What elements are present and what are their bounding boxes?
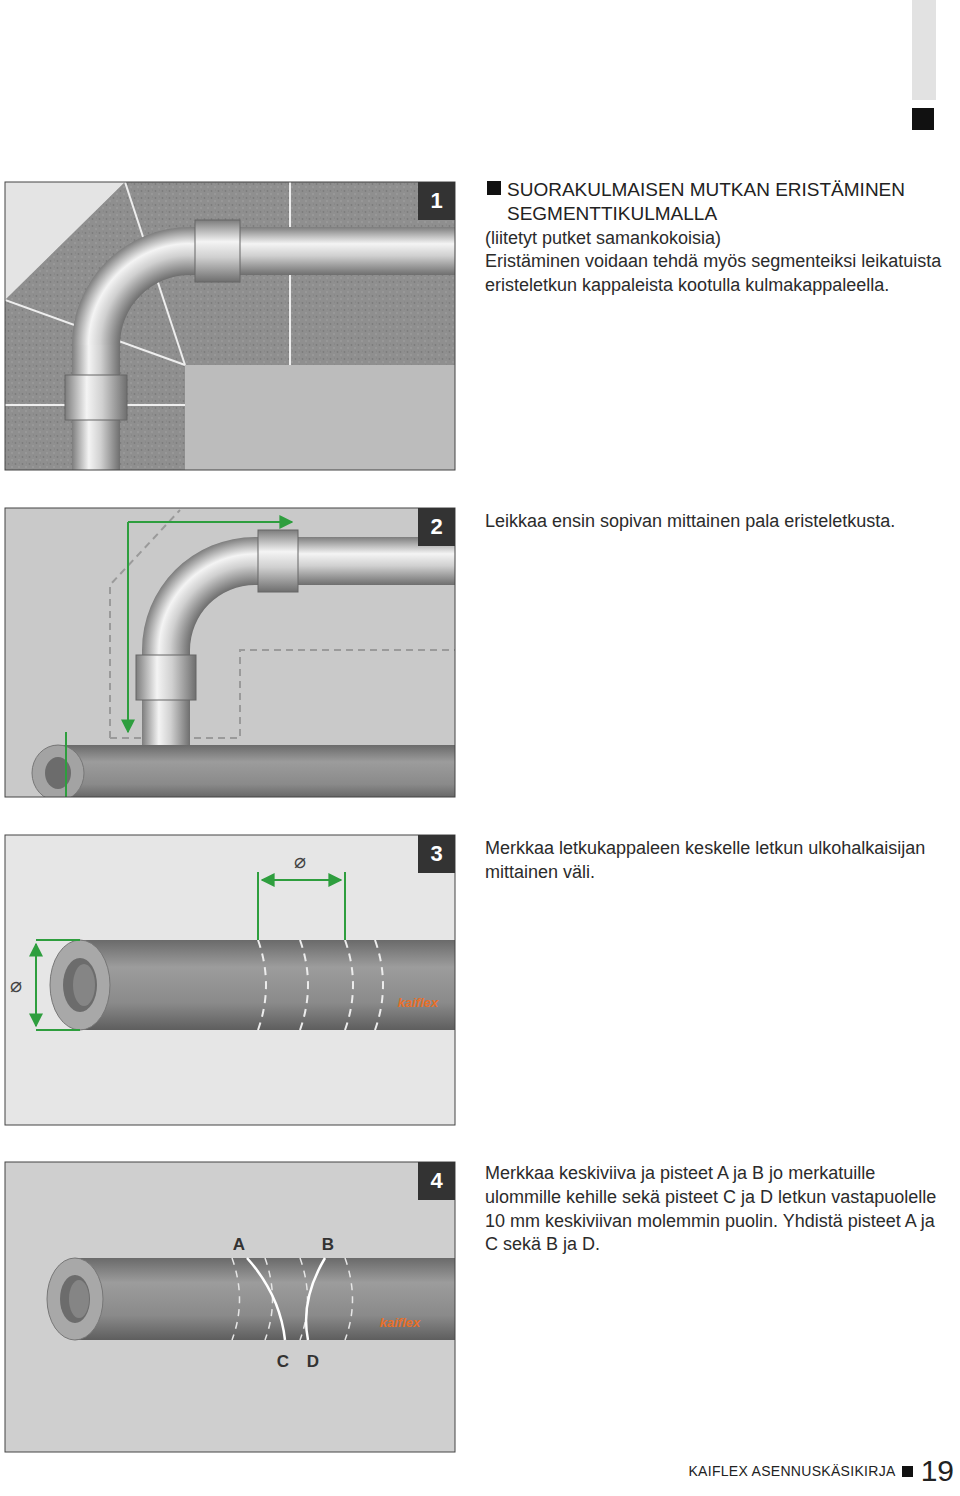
segment-elbow-picture [72,227,190,345]
mark-points-picture [60,1275,90,1323]
diameter-symbol: ⌀ [10,973,22,997]
mark-width-picture [80,940,455,1030]
segment-elbow-picture [5,182,455,470]
mark-points-picture [232,1258,353,1340]
mark-width-picture [50,940,110,1030]
text-column: Merkkaa keskiviiva ja pisteet A ja B jo … [485,1162,950,1257]
text-column: Merkkaa letkukappaleen keskelle letkun u… [485,837,950,885]
panel-frame [5,508,455,797]
cut-length-picture [45,757,71,789]
page-number: 19 [921,1456,954,1486]
mark-points-picture [247,1258,285,1340]
mark-width-picture [73,964,95,1006]
panel-frame [5,1162,455,1452]
point-letter: B [322,1235,334,1255]
page-marker [912,108,934,130]
mark-width-picture [36,1029,80,1031]
text-column: Leikkaa ensin sopivan mittainen pala eri… [485,510,950,534]
segment-elbow-picture [195,220,240,282]
cut-length-picture [128,521,292,523]
diameter-symbol: ⌀ [294,849,306,873]
step-number: 1 [430,190,442,212]
mark-width-picture [36,939,80,941]
mark-width-picture [262,879,341,881]
mark-points-picture [75,1258,455,1340]
mark-width-picture [257,872,259,940]
page-marker [912,0,936,100]
segment-elbow-picture [5,182,455,470]
point-letter: C [277,1352,289,1372]
mark-width-picture [344,872,346,940]
step-number-badge: 3 [418,835,455,873]
section-heading: SUORAKULMAISEN MUTKAN ERISTÄMINEN SEGMEN… [485,178,950,227]
text-column: SUORAKULMAISEN MUTKAN ERISTÄMINEN SEGMEN… [485,178,950,298]
instruction-text: Eristäminen voidaan tehdä myös segmentei… [485,250,950,298]
point-letter: D [307,1352,319,1372]
step-number-badge: 4 [418,1162,455,1200]
segment-elbow-picture [5,182,455,470]
instruction-text: Merkkaa keskiviiva ja pisteet A ja B jo … [485,1162,950,1257]
step-number: 4 [430,1170,442,1192]
cut-length-picture [55,745,455,797]
mark-width-picture [35,944,37,1026]
step-number-badge: 1 [418,182,455,220]
footer-square [902,1466,913,1477]
step-number-badge: 2 [418,508,455,546]
cut-length-picture [32,745,84,797]
step-number: 3 [430,843,442,865]
step-number: 2 [430,516,442,538]
brand-print: kaiflex [380,1315,420,1330]
panel-frame [5,835,455,1125]
mark-width-picture [63,958,97,1012]
instruction-text: Merkkaa letkukappaleen keskelle letkun u… [485,837,950,885]
mark-points-picture [5,1162,455,1452]
mark-points-picture [69,1280,89,1318]
panel-frame [5,182,455,470]
mark-width-picture [5,835,455,1125]
cut-length-picture [5,508,455,797]
cut-length-picture [142,537,255,650]
cut-length-picture [65,732,67,797]
mark-points-picture [306,1258,325,1340]
point-letter: A [233,1235,245,1255]
page-marker [912,0,936,130]
brand-print: kaiflex [398,995,438,1010]
mark-width-picture [258,940,383,1030]
mark-points-picture [5,1162,455,1452]
mark-width-picture [5,835,455,1125]
mark-points-picture [47,1258,103,1340]
segment-elbow-picture [65,375,127,420]
cut-length-picture [136,655,196,700]
heading-bullet [487,181,501,195]
panel-frame [5,182,455,1452]
heading-text: SUORAKULMAISEN MUTKAN ERISTÄMINEN SEGMEN… [507,178,950,227]
footer-text: KAIFLEX ASENNUSKÄSIKIRJA [688,1463,895,1479]
page-footer: KAIFLEX ASENNUSKÄSIKIRJA 19 [688,1456,954,1486]
subheading: (liitetyt putket samankokoisia) [485,227,950,251]
cut-length-picture [127,522,129,732]
instruction-text: Leikkaa ensin sopivan mittainen pala eri… [485,510,950,534]
cut-length-picture [258,530,298,592]
